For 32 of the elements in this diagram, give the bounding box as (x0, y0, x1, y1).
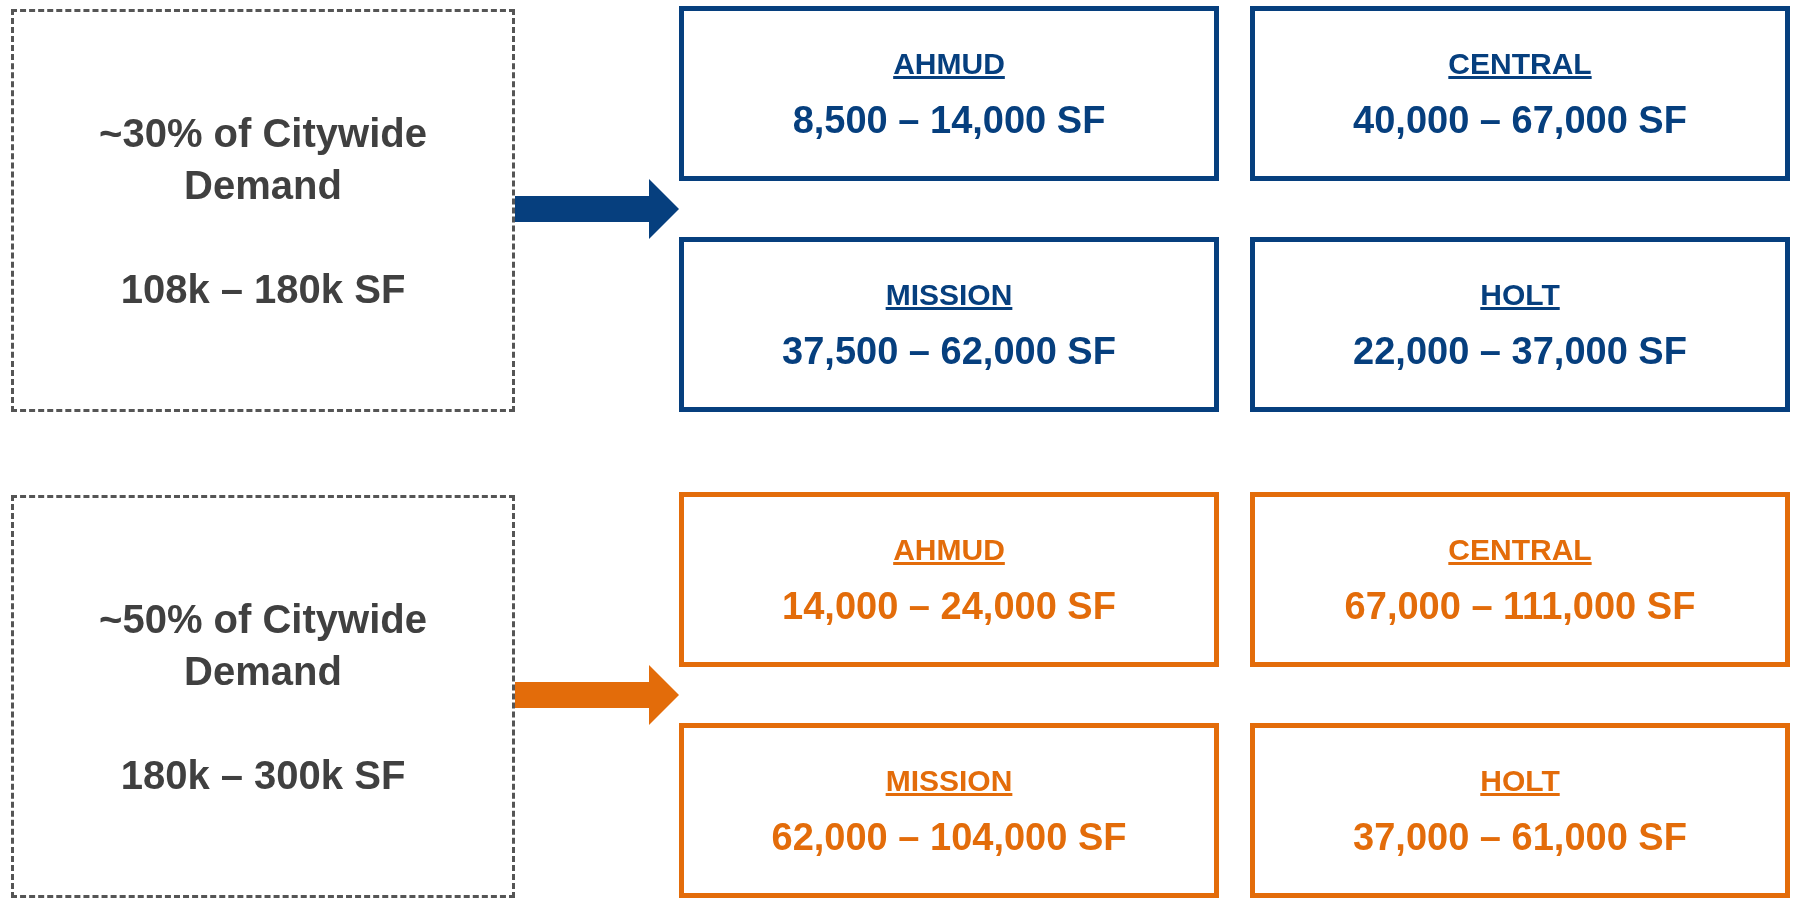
range-text: 37,000 – 61,000 SF (1353, 817, 1687, 856)
district-box (679, 237, 1219, 412)
district-box (1250, 237, 1790, 412)
range-text: 67,000 – 111,000 SF (1344, 586, 1696, 625)
range-text: 8,500 – 14,000 SF (792, 100, 1106, 139)
district-name: CENTRAL (1448, 48, 1592, 79)
range-text: 62,000 – 104,000 SF (771, 817, 1127, 856)
district-box (1250, 6, 1790, 181)
district-name: MISSION (885, 765, 1013, 796)
district-box (1250, 492, 1790, 667)
range-text: 108k – 180k SF (119, 265, 407, 313)
district-box (1250, 723, 1790, 898)
range-text: 37,500 – 62,000 SF (782, 331, 1116, 370)
share-text: ~30% of Citywide Demand (98, 109, 428, 209)
district-box (679, 492, 1219, 667)
arrow (515, 179, 679, 239)
district-name: MISSION (885, 279, 1013, 310)
district-name: HOLT (1480, 765, 1560, 796)
arrow (515, 665, 679, 725)
district-box (679, 723, 1219, 898)
district-name: AHMUD (893, 48, 1005, 79)
demand-box (11, 9, 515, 412)
demand-box (11, 495, 515, 898)
district-name: CENTRAL (1448, 534, 1592, 565)
range-text: 22,000 – 37,000 SF (1353, 331, 1687, 370)
range-text: 180k – 300k SF (119, 751, 407, 799)
range-text: 14,000 – 24,000 SF (782, 586, 1116, 625)
district-name: AHMUD (893, 534, 1005, 565)
range-text: 40,000 – 67,000 SF (1353, 100, 1687, 139)
district-box (679, 6, 1219, 181)
share-text: ~50% of Citywide Demand (98, 595, 428, 695)
district-name: HOLT (1480, 279, 1560, 310)
